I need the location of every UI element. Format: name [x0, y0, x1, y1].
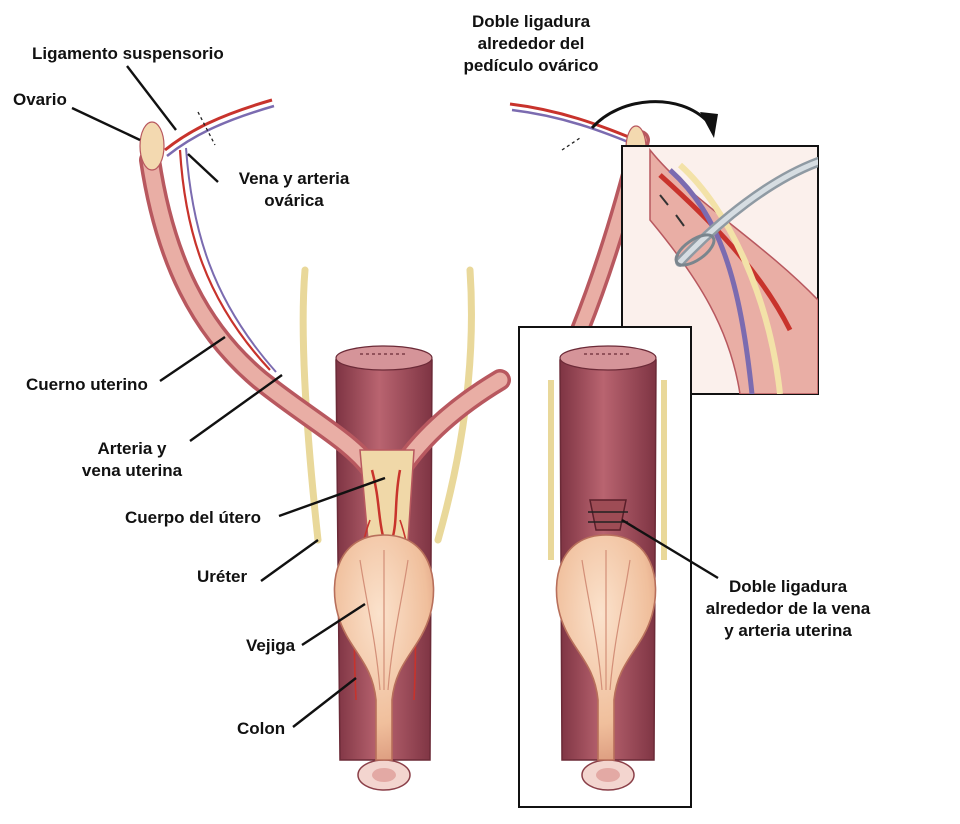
line-suspensory-ligament: [126, 65, 177, 131]
label-suspensory-ligament: Ligamento suspensorio: [32, 44, 224, 63]
label-ovarian-pedicle-line2: alrededor del: [477, 34, 585, 53]
line-uterine-ligature: [621, 518, 719, 580]
line-ovarian-vessels: [187, 153, 219, 183]
line-uterine-body: [278, 476, 386, 518]
label-ovarian-vessels-line2: ovárica: [264, 191, 324, 210]
callout-arrow: [590, 100, 710, 129]
left-figure: [139, 98, 511, 791]
line-ovary: [71, 106, 141, 142]
label-ovarian-pedicle-line1: Doble ligadura: [471, 12, 591, 31]
line-uterine-horn: [159, 336, 226, 382]
label-ovarian-vessels-line1: Vena y arteria: [238, 169, 350, 188]
label-uterine-vessels-line1: Arteria y: [97, 439, 167, 458]
callout-lines: [71, 65, 719, 728]
label-colon: Colon: [237, 719, 286, 738]
label-bladder: Vejiga: [246, 636, 296, 655]
label-uterine-body: Cuerpo del útero: [125, 508, 262, 527]
right-figure: [509, 100, 819, 808]
line-colon: [292, 677, 357, 728]
line-uterine-vessels: [189, 374, 283, 442]
label-uterine-ligature-line3: y arteria uterina: [724, 621, 852, 640]
ovary: [139, 121, 165, 171]
label-ovarian-pedicle-line3: pedículo ovárico: [463, 56, 599, 75]
label-ovary: Ovario: [13, 90, 67, 109]
label-ovarian-pedicle-ligature: Doble ligadura alrededor del pedículo ov…: [440, 11, 622, 77]
label-uterine-vessel-ligature: Doble ligadura alrededor de la vena y ar…: [688, 576, 888, 642]
ovarian-vessels: [164, 98, 273, 152]
label-uterine-vessels-line2: vena uterina: [81, 461, 183, 480]
label-uterine-ligature-line2: alrededor de la vena: [705, 599, 871, 618]
label-ureter: Uréter: [197, 567, 248, 586]
label-uterine-vessels: Arteria y vena uterina: [73, 438, 191, 482]
label-uterine-ligature-line1: Doble ligadura: [728, 577, 848, 596]
label-ovarian-vessels: Vena y arteria ovárica: [227, 168, 361, 212]
ureter-right: [434, 266, 475, 544]
label-uterine-horn: Cuerno uterino: [26, 375, 148, 394]
ureter-left: [299, 266, 322, 544]
line-ureter: [260, 539, 319, 582]
line-bladder: [301, 602, 366, 647]
